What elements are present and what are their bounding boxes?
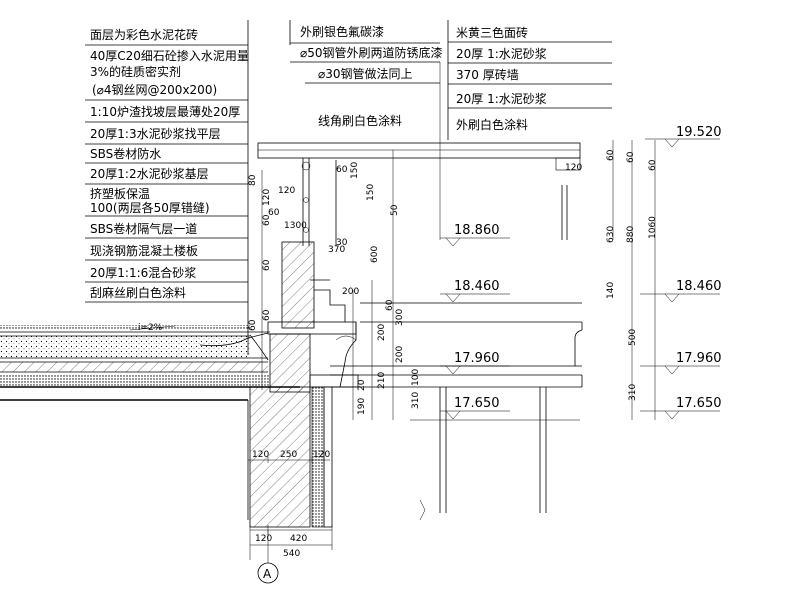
note-xps-insulation: 挤塑板保温 xyxy=(90,186,150,201)
dim-wall-120b: 120 xyxy=(313,450,330,460)
elevation-18860: 18.860 xyxy=(454,223,500,238)
elevation-17960-left: 17.960 xyxy=(454,351,500,366)
note-finish-tile: 面层为彩色水泥花砖 xyxy=(90,27,198,42)
dim-rail-60: 60 xyxy=(268,208,280,218)
dim-right-60c: 60 xyxy=(648,159,658,171)
dim-right-500: 500 xyxy=(628,329,638,346)
dim-bottom-420: 420 xyxy=(290,534,307,544)
dim-bottom-120: 120 xyxy=(255,534,272,544)
note-c20-concrete: 40厚C20细石砼掺入水泥用量 xyxy=(90,48,249,63)
dim-center-210: 210 xyxy=(377,372,387,389)
dim-wall-250: 250 xyxy=(280,450,297,460)
dim-center-100: 100 xyxy=(411,369,421,386)
note-facing-brick: 米黄三色面砖 xyxy=(456,25,528,40)
note-brick-wall: 370 厚砖墙 xyxy=(456,67,519,82)
note-steel-pipe-30: ⌀30钢管做法同上 xyxy=(318,66,413,81)
note-outer-mortar-1: 20厚 1:水泥砂浆 xyxy=(456,46,547,61)
left-notes-table xyxy=(85,20,249,355)
note-rc-slab: 现浇钢筋混凝土楼板 xyxy=(90,243,198,258)
dim-right-310: 310 xyxy=(628,384,638,401)
dim-center-190: 190 xyxy=(357,398,367,415)
dim-right-140: 140 xyxy=(606,282,616,299)
dim-left-80: 80 xyxy=(248,174,258,186)
note-mixed-mortar: 20厚1:1:6混合砂浆 xyxy=(90,265,196,280)
note-xps-layers: 100(两层各50厚错缝) xyxy=(90,200,210,215)
right-notes-text: 米黄三色面砖 20厚 1:水泥砂浆 370 厚砖墙 20厚 1:水泥砂浆 外刷白… xyxy=(456,25,547,132)
elevation-17650-right: 17.650 xyxy=(676,396,722,411)
left-notes-text: 面层为彩色水泥花砖 40厚C20细石砼掺入水泥用量 3%的硅质密实剂 (⌀4钢丝… xyxy=(90,27,249,300)
axis-marker: A xyxy=(257,530,279,584)
roof-layers: i=2% xyxy=(0,323,300,520)
note-sbs-waterproof: SBS卷材防水 xyxy=(90,146,161,161)
dim-rail-60b: 60 xyxy=(336,165,348,175)
dim-wall-120a: 120 xyxy=(252,450,269,460)
elevation-markers: 19.520 18.860 18.460 18.460 17.960 17.96… xyxy=(440,125,722,420)
dimension-lines xyxy=(248,140,656,560)
dim-rail-150b: 150 xyxy=(350,162,360,179)
elevation-19520: 19.520 xyxy=(676,125,722,140)
elevation-18460-left: 18.460 xyxy=(454,279,500,294)
center-notes-text: 外刷银色氟碳漆 ⌀50钢管外刷两道防锈底漆 ⌀30钢管做法同上 线角刷白色涂料 xyxy=(300,25,443,128)
dim-right-60b: 60 xyxy=(626,151,636,163)
note-outer-mortar-2: 20厚 1:水泥砂浆 xyxy=(456,91,547,106)
note-wire-mesh: (⌀4钢丝网@200x200) xyxy=(92,83,217,97)
dimension-texts: 120 420 540 120 250 120 80 60 60 60 60 1… xyxy=(248,149,658,559)
dim-rail-200: 200 xyxy=(342,287,359,297)
dim-center-200b: 200 xyxy=(395,346,405,363)
dim-left-120: 120 xyxy=(262,189,272,206)
dim-rail-370: 370 xyxy=(328,245,345,255)
dim-right-1060: 1060 xyxy=(648,216,658,239)
note-outer-white-paint: 外刷白色涂料 xyxy=(456,117,528,132)
note-slag-slope: 1:10炉渣找坡层最薄处20厚 xyxy=(90,104,240,119)
dim-rail-150: 150 xyxy=(366,184,376,201)
note-white-paint: 刮麻丝刷白色涂料 xyxy=(90,285,186,300)
dim-rail-1300: 1300 xyxy=(284,221,307,231)
dim-center-300: 300 xyxy=(395,309,405,326)
note-fluorocarbon: 外刷银色氟碳漆 xyxy=(300,25,384,39)
dim-bottom-540: 540 xyxy=(283,549,300,559)
dim-rail-50: 50 xyxy=(390,204,400,216)
note-molding-paint: 线角刷白色涂料 xyxy=(318,113,402,128)
dim-right-880: 880 xyxy=(626,226,636,243)
dim-center-200a: 200 xyxy=(377,324,387,341)
dim-left-60b: 60 xyxy=(262,309,272,321)
railing xyxy=(257,142,581,246)
dim-right-120: 120 xyxy=(565,163,582,173)
note-base-mortar: 20厚1:2水泥砂浆基层 xyxy=(90,166,209,181)
dim-left-60a: 60 xyxy=(248,319,258,331)
dim-rail-600: 600 xyxy=(370,246,380,263)
note-vapor-barrier: SBS卷材隔气层一道 xyxy=(90,221,197,236)
note-steel-pipe-50: ⌀50钢管外刷两道防锈底漆 xyxy=(300,45,443,60)
dim-rail-30: 30 xyxy=(336,238,348,248)
dim-right-60a: 60 xyxy=(606,149,616,161)
right-structure xyxy=(330,302,583,521)
dim-left-60c: 60 xyxy=(262,259,272,271)
axis-label: A xyxy=(263,567,272,581)
note-leveling-mortar: 20厚1:3水泥砂浆找平层 xyxy=(90,126,221,141)
dim-center-60: 60 xyxy=(385,299,395,311)
dim-center-20: 20 xyxy=(357,379,367,391)
elevation-17650-left: 17.650 xyxy=(454,396,500,411)
center-notes-table xyxy=(289,20,441,240)
elevation-18460-right: 18.460 xyxy=(676,279,722,294)
note-silicon-admix: 3%的硅质密实剂 xyxy=(90,64,181,79)
parapet-wall xyxy=(249,241,359,528)
right-notes-table xyxy=(447,20,612,140)
elevation-17960-right: 17.960 xyxy=(676,351,722,366)
dim-center-310: 310 xyxy=(411,392,421,409)
dim-left-60d: 60 xyxy=(262,214,272,226)
dim-rail-120: 120 xyxy=(278,186,295,196)
dim-right-630: 630 xyxy=(606,226,616,243)
